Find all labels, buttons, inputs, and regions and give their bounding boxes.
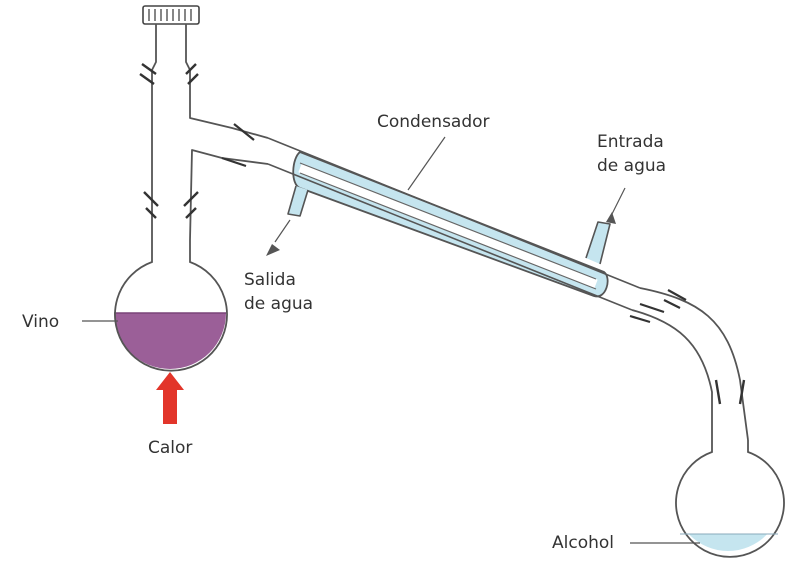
alcohol-label: Alcohol — [552, 533, 614, 553]
water-outlet-leader — [274, 219, 291, 243]
water-inlet-leader — [609, 187, 626, 219]
inlet-arrowhead — [606, 212, 616, 224]
water-outlet-label: Salida de agua — [244, 270, 314, 314]
receiving-flask — [674, 448, 785, 558]
wine-label: Vino — [22, 312, 60, 332]
alcohol-liquid — [674, 534, 782, 551]
heat-label: Calor — [148, 438, 193, 458]
water-inlet-label: Entrada de agua — [597, 132, 667, 176]
wine-liquid — [114, 313, 226, 369]
thermometer-cap — [142, 5, 200, 25]
adapter-tube — [629, 287, 749, 448]
distillation-head — [139, 24, 269, 241]
outlet-arrowhead — [266, 244, 280, 256]
condenser-label: Condensador — [377, 112, 490, 132]
boiling-flask — [114, 240, 228, 372]
heat-arrow — [156, 372, 184, 424]
condenser — [267, 137, 641, 311]
condenser-leader — [407, 136, 446, 191]
leader-lines — [82, 136, 700, 544]
